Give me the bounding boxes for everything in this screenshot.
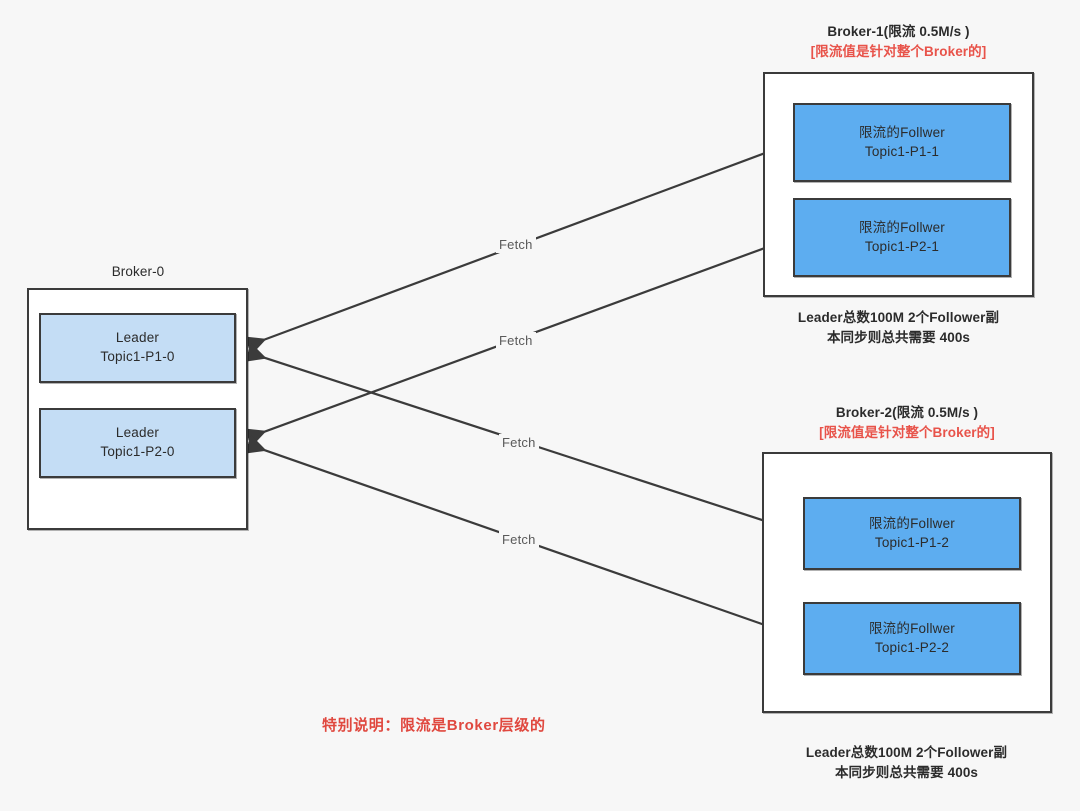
- partition-role-label: Leader: [115, 330, 160, 346]
- broker0-title-caption: Broker-0: [27, 262, 249, 282]
- edge-label-fetch-3: Fetch: [499, 434, 539, 451]
- partition-topic-label: Topic1-P2-1: [864, 238, 940, 254]
- broker0-title: Broker-0: [111, 264, 165, 279]
- partition-topic-label: Topic1-P2-2: [874, 639, 950, 655]
- broker2-title: Broker-2(限流 0.5M/s ): [835, 405, 979, 420]
- partition-topic-label: Topic1-P1-1: [864, 143, 940, 159]
- partition-box-topic1-p1-2[interactable]: 限流的Follwer Topic1-P1-2: [803, 497, 1021, 570]
- broker2-footnote-line1: Leader总数100M 2个Follower副: [805, 745, 1008, 760]
- partition-topic-label: Topic1-P1-2: [874, 534, 950, 550]
- edge-label-fetch-4: Fetch: [499, 531, 539, 548]
- footer-note: 特别说明：限流是Broker层级的: [322, 717, 546, 734]
- broker1-footnote-line2: 本同步则总共需要 400s: [826, 329, 971, 345]
- broker2-footnote: Leader总数100M 2个Follower副 本同步则总共需要 400s: [768, 743, 1045, 782]
- partition-box-topic1-p2-2[interactable]: 限流的Follwer Topic1-P2-2: [803, 602, 1021, 675]
- broker1-footnote-line1: Leader总数100M 2个Follower副: [797, 310, 1000, 325]
- broker2-footnote-line2: 本同步则总共需要 400s: [834, 764, 979, 780]
- broker2-subtitle: [限流值是针对整个Broker的]: [819, 424, 995, 440]
- partition-role-label: 限流的Follwer: [858, 219, 945, 235]
- partition-topic-label: Topic1-P1-0: [100, 349, 175, 364]
- broker1-title: Broker-1(限流 0.5M/s ): [827, 24, 970, 39]
- broker2-title-caption: Broker-2(限流 0.5M/s ) [限流值是针对整个Broker的]: [762, 403, 1052, 442]
- partition-role-label: Leader: [115, 425, 160, 441]
- partition-box-topic1-p2-1[interactable]: 限流的Follwer Topic1-P2-1: [793, 198, 1011, 277]
- broker1-title-caption: Broker-1(限流 0.5M/s ) [限流值是针对整个Broker的]: [763, 22, 1034, 61]
- partition-box-topic1-p2-0[interactable]: Leader Topic1-P2-0: [39, 408, 236, 478]
- partition-box-topic1-p1-0[interactable]: Leader Topic1-P1-0: [39, 313, 236, 383]
- partition-box-topic1-p1-1[interactable]: 限流的Follwer Topic1-P1-1: [793, 103, 1011, 182]
- edge-label-fetch-2: Fetch: [496, 332, 536, 349]
- partition-role-label: 限流的Follwer: [858, 124, 945, 140]
- broker1-subtitle: [限流值是针对整个Broker的]: [810, 43, 987, 59]
- partition-topic-label: Topic1-P2-0: [100, 444, 175, 459]
- partition-role-label: 限流的Follwer: [868, 620, 955, 636]
- partition-role-label: 限流的Follwer: [868, 515, 955, 531]
- edge-label-fetch-1: Fetch: [496, 236, 536, 253]
- broker1-footnote: Leader总数100M 2个Follower副 本同步则总共需要 400s: [760, 308, 1037, 347]
